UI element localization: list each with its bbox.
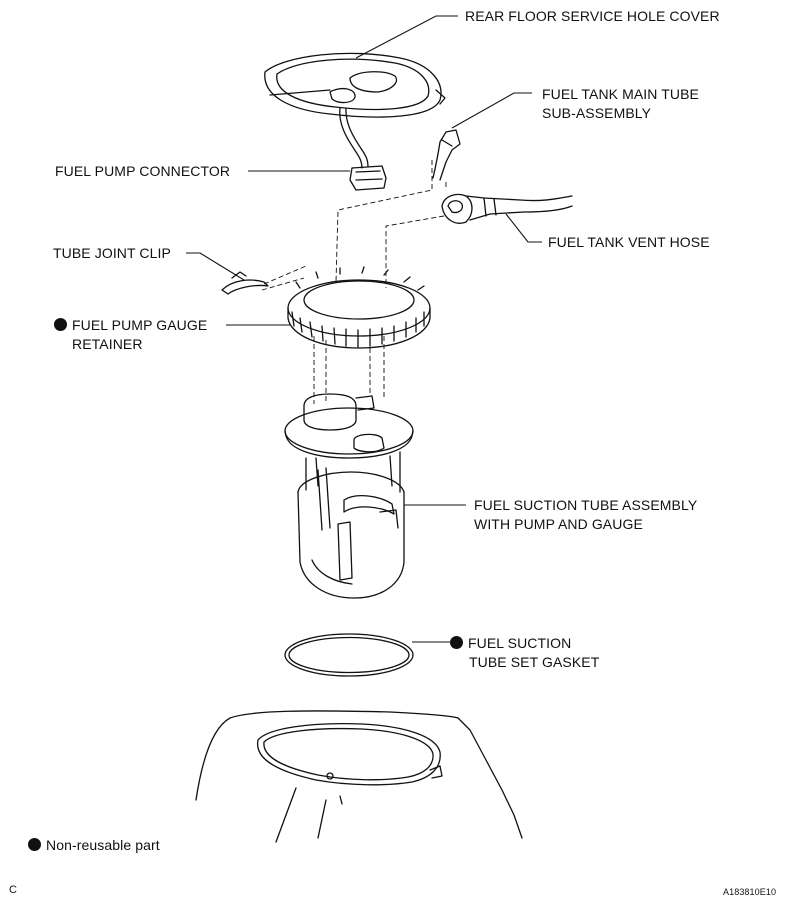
gasket-text: FUEL SUCTION: [468, 635, 572, 651]
main-tube-drawing: [432, 129, 461, 181]
label-fuel-suction-tube-assembly-line1: FUEL SUCTION TUBE ASSEMBLY: [474, 497, 698, 513]
alignment-dashed-lines: [261, 160, 447, 404]
service-hole-cover-drawing: [264, 52, 446, 191]
suction-tube-assembly-drawing: [284, 393, 414, 599]
label-fuel-suction-tube-set-gasket-line1: FUEL SUCTION: [450, 634, 571, 652]
non-reusable-marker: [54, 318, 67, 331]
leader-lines: [186, 15, 542, 643]
leader-main-tube: [451, 92, 532, 129]
label-fuel-tank-main-tube-line2: SUB-ASSEMBLY: [542, 105, 652, 121]
label-fuel-suction-tube-set-gasket-line2: TUBE SET GASKET: [469, 654, 600, 670]
vent-hose-drawing: [441, 193, 573, 224]
legend-non-reusable-part: Non-reusable part: [28, 836, 160, 854]
label-fuel-suction-tube-assembly-line2: WITH PUMP AND GAUGE: [474, 516, 643, 532]
figure-id: A183810E10: [723, 887, 777, 897]
label-fuel-pump-connector: FUEL PUMP CONNECTOR: [55, 163, 231, 179]
leader-vent-hose: [505, 213, 542, 243]
gauge-retainer-drawing: [287, 266, 431, 349]
retainer-text: FUEL PUMP GAUGE: [72, 317, 208, 333]
label-tube-joint-clip: TUBE JOINT CLIP: [53, 245, 171, 261]
label-rear-floor-service-hole-cover: REAR FLOOR SERVICE HOLE COVER: [465, 8, 720, 24]
leader-joint-clip: [186, 252, 245, 281]
legend-dot-icon: [28, 838, 41, 851]
legend-text: Non-reusable part: [46, 837, 160, 853]
tube-joint-clip-drawing: [221, 271, 269, 295]
label-fuel-pump-gauge-retainer-line1: FUEL PUMP GAUGE: [54, 316, 207, 334]
gasket-drawing: [284, 633, 414, 677]
fuel-tank-drawing: [195, 710, 523, 843]
label-fuel-pump-gauge-retainer-line2: RETAINER: [72, 336, 143, 352]
label-fuel-tank-vent-hose: FUEL TANK VENT HOSE: [548, 234, 710, 250]
leader-rear-floor-cover: [355, 15, 458, 59]
label-fuel-tank-main-tube-line1: FUEL TANK MAIN TUBE: [542, 86, 699, 102]
footer-section-code: C: [9, 884, 18, 896]
non-reusable-marker: [450, 636, 463, 649]
